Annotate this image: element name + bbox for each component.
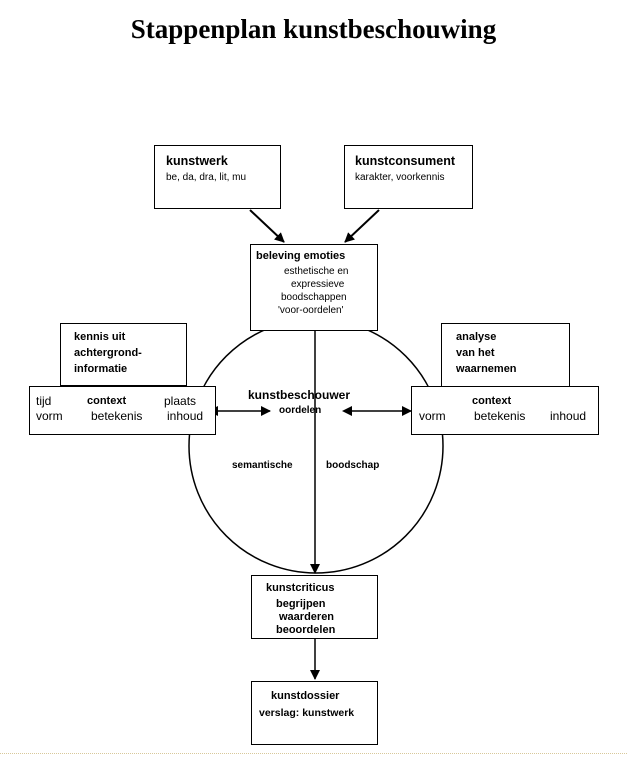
context-right-heading: context <box>472 395 512 407</box>
context-left-heading: context <box>87 395 127 407</box>
analyse-line-3: waarnemen <box>456 363 517 375</box>
center-subtitle: oordelen <box>279 405 322 416</box>
arrow-kunstwerk-to-beleving <box>249 209 285 243</box>
beleving-emoties-box: beleving emoties esthetische en expressi… <box>250 244 378 331</box>
kunstconsument-box: kunstconsument karakter, voorkennis <box>344 145 473 209</box>
kunstwerk-line: be, da, dra, lit, mu <box>166 172 247 183</box>
context-left-tijd: tijd <box>36 394 52 408</box>
beleving-line-1: esthetische en <box>284 266 349 277</box>
kunstdossier-title: kunstdossier <box>271 690 340 702</box>
beleving-line-3: boodschappen <box>281 292 347 303</box>
context-left-box: tijd context plaats vorm betekenis inhou… <box>29 386 216 435</box>
kunstconsument-title: kunstconsument <box>355 154 456 168</box>
kunstdossier-line: verslag: kunstwerk <box>259 707 355 719</box>
boodschap-label: boodschap <box>326 460 380 471</box>
analyse-line-2: van het <box>456 347 495 359</box>
bottom-divider <box>0 753 627 754</box>
central-circle <box>188 318 444 574</box>
context-left-plaats: plaats <box>164 394 197 408</box>
kunstdossier-box: kunstdossier verslag: kunstwerk <box>251 681 378 745</box>
kennis-box: kennis uit achtergrond- informatie <box>60 323 187 386</box>
context-left-vorm: vorm <box>36 409 63 423</box>
context-right-vorm: vorm <box>419 409 446 423</box>
kennis-line-2: achtergrond- <box>74 347 142 359</box>
kunstconsument-line: karakter, voorkennis <box>355 172 445 183</box>
center-title: kunstbeschouwer <box>248 388 351 402</box>
context-right-inhoud: inhoud <box>550 409 587 423</box>
kunstcriticus-box: kunstcriticus begrijpen waarderen beoord… <box>251 575 378 639</box>
beleving-line-2: expressieve <box>291 279 345 290</box>
context-left-inhoud: inhoud <box>167 409 204 423</box>
semantische-label: semantische <box>232 460 293 471</box>
analyse-line-1: analyse <box>456 331 497 343</box>
kennis-line-1: kennis uit <box>74 331 126 343</box>
analyse-box: analyse van het waarnemen <box>441 323 570 387</box>
page-title: Stappenplan kunstbeschouwing <box>130 14 497 44</box>
arrow-kunstconsument-to-beleving <box>344 209 380 243</box>
context-right-betekenis: betekenis <box>474 409 526 423</box>
kunstcriticus-line-3: beoordelen <box>276 624 336 636</box>
kunstcriticus-line-2: waarderen <box>279 611 335 623</box>
kunstcriticus-title: kunstcriticus <box>266 582 335 594</box>
kunstcriticus-line-1: begrijpen <box>276 598 326 610</box>
beleving-line-4: 'voor-oordelen' <box>278 305 344 316</box>
kunstwerk-box: kunstwerk be, da, dra, lit, mu <box>154 145 281 209</box>
context-right-box: context vorm betekenis inhoud <box>411 386 599 435</box>
beleving-title: beleving emoties <box>256 250 346 262</box>
kennis-line-3: informatie <box>74 363 128 375</box>
kunstwerk-title: kunstwerk <box>166 154 228 168</box>
context-left-betekenis: betekenis <box>91 409 143 423</box>
